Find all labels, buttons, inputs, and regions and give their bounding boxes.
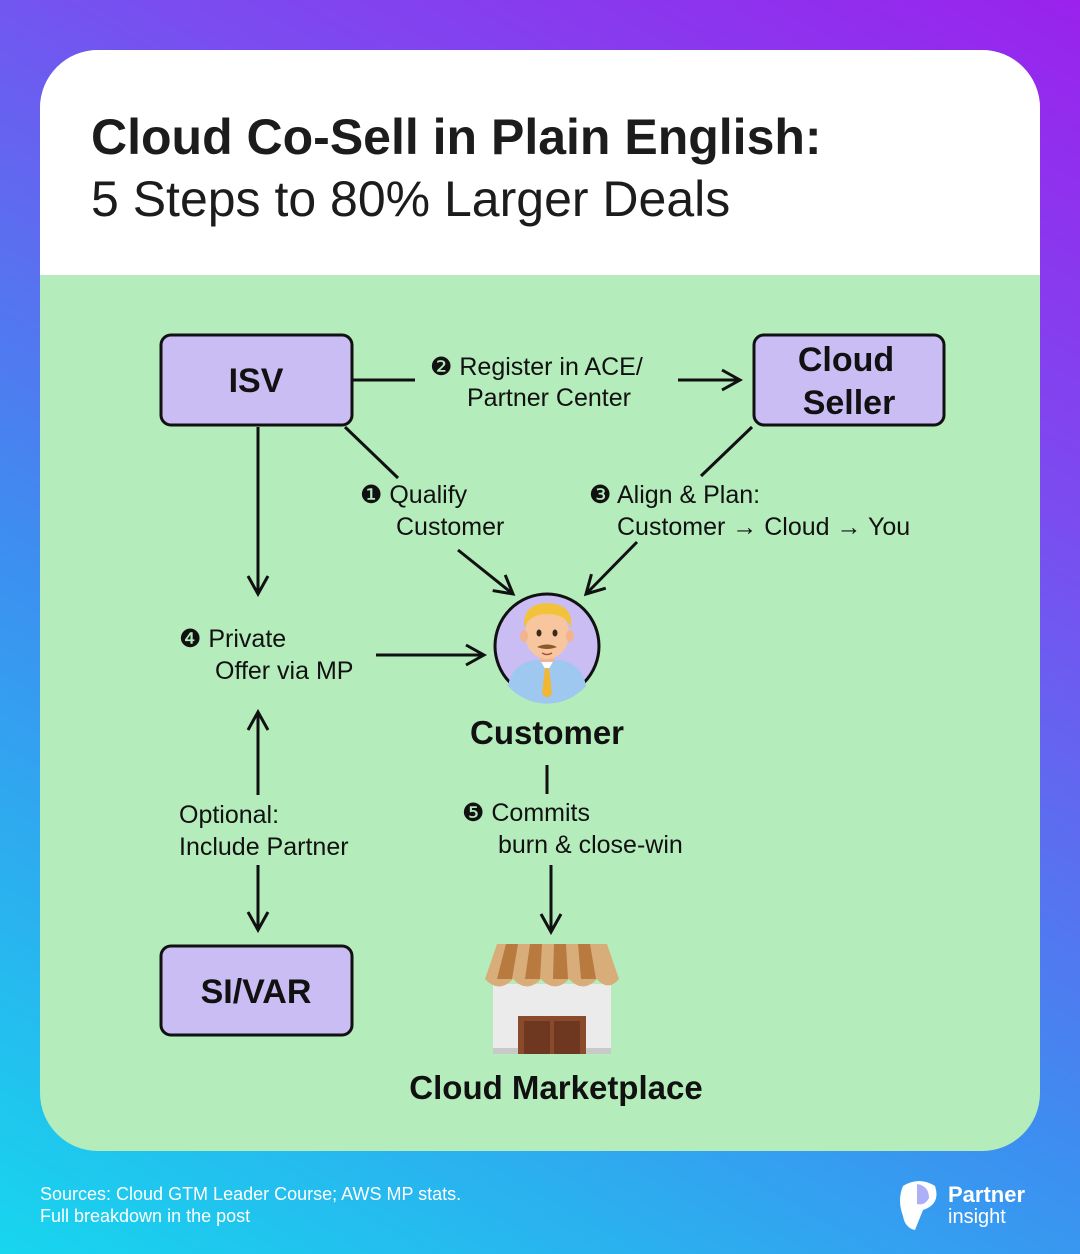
step4-label-2: Offer via MP bbox=[215, 657, 353, 685]
step1-label-2: Customer bbox=[396, 513, 504, 541]
customer-avatar bbox=[493, 592, 601, 704]
partner-insight-logo: Partner insight bbox=[895, 1176, 1045, 1232]
node-isv: ISV bbox=[159, 333, 354, 427]
partner-insight-logo-icon bbox=[900, 1181, 937, 1230]
node-si-var-label: SI/VAR bbox=[201, 973, 312, 1011]
node-isv-label: ISV bbox=[229, 362, 284, 400]
marketplace-store-icon bbox=[485, 944, 619, 1054]
step5-label-1: ❺ Commits bbox=[462, 799, 590, 827]
card-header: Cloud Co-Sell in Plain English: 5 Steps … bbox=[40, 50, 1040, 275]
node-cloud-seller: Cloud Seller bbox=[752, 333, 946, 427]
customer-label: Customer bbox=[470, 714, 624, 751]
sources-line: Sources: Cloud GTM Leader Course; AWS MP… bbox=[40, 1184, 462, 1204]
page-title: Cloud Co-Sell in Plain English: bbox=[91, 109, 822, 165]
marketplace-label: Cloud Marketplace bbox=[409, 1069, 702, 1106]
node-cloud-seller-label-2: Seller bbox=[803, 384, 896, 422]
edge-isv-to-qualify bbox=[343, 425, 400, 480]
node-cloud-seller-label-1: Cloud bbox=[798, 341, 894, 379]
sources-footer: Sources: Cloud GTM Leader Course; AWS MP… bbox=[40, 1183, 461, 1227]
node-si-var: SI/VAR bbox=[159, 944, 354, 1037]
edge-align-to-customer bbox=[586, 540, 639, 594]
optional-label-2: Include Partner bbox=[179, 833, 349, 861]
page-subtitle: 5 Steps to 80% Larger Deals bbox=[91, 171, 731, 227]
edge-cloud-seller-to-align bbox=[699, 425, 754, 478]
step5-label-2: burn & close-win bbox=[498, 831, 683, 859]
brand-sub: insight bbox=[948, 1206, 1006, 1228]
step3-label-2: Customer → Cloud → You bbox=[617, 513, 910, 541]
step4-label-1: ❹ Private bbox=[179, 625, 286, 653]
step2-label-2: Partner Center bbox=[467, 384, 631, 412]
step3-label-1: ❸ Align & Plan: bbox=[589, 481, 760, 509]
step1-label-1: ❶ Qualify bbox=[360, 481, 468, 509]
edge-qualify-to-customer bbox=[457, 548, 513, 594]
brand-name: Partner bbox=[948, 1182, 1026, 1207]
optional-label-1: Optional: bbox=[179, 801, 279, 829]
step2-label-1: ❷ Register in ACE/ bbox=[430, 353, 643, 381]
breakdown-line: Full breakdown in the post bbox=[40, 1206, 251, 1226]
